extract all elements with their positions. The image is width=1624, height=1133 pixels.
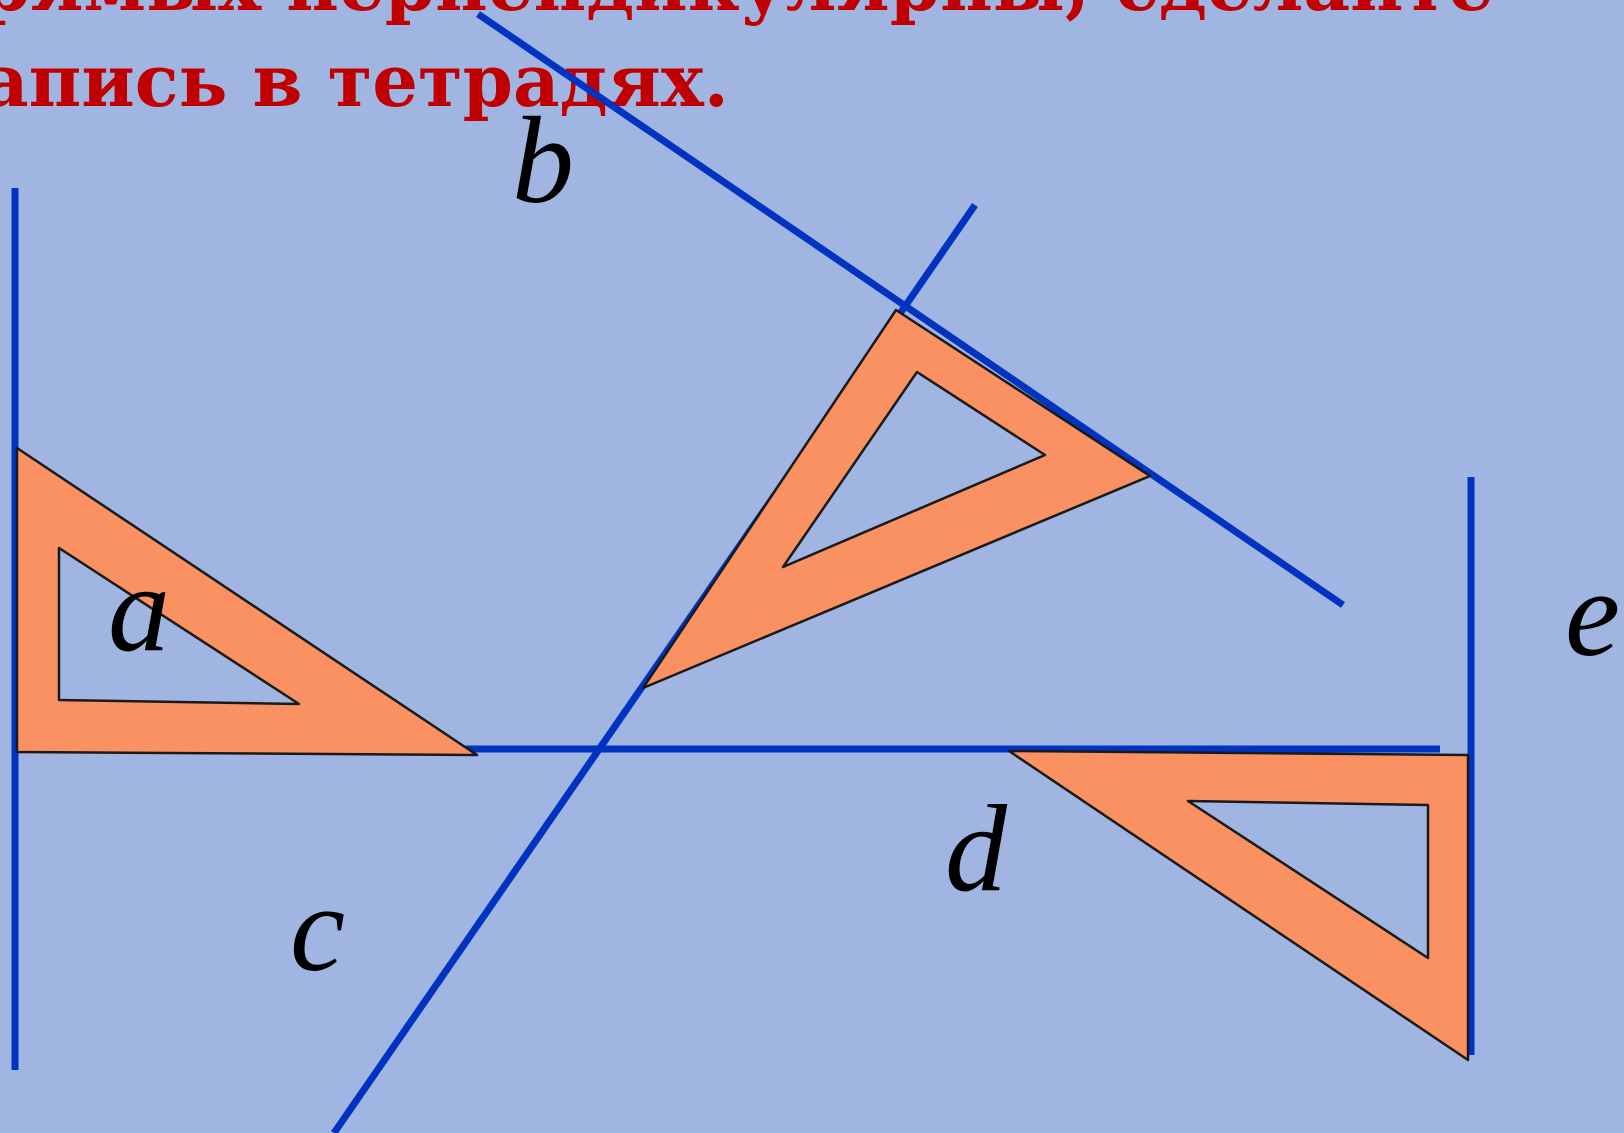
heading-line-2: апись в тетрадях.	[0, 38, 729, 123]
set-square-middle	[641, 308, 1152, 690]
label-c: c	[290, 860, 345, 997]
set-square-right	[1007, 749, 1470, 1062]
heading-line-1: рямых перпендикулярны, сделайте	[0, 0, 1494, 27]
set-square-left	[15, 446, 479, 757]
label-a: a	[108, 540, 170, 677]
label-e: e	[1565, 545, 1620, 682]
label-b: b	[512, 92, 574, 229]
line-b	[476, 11, 1345, 608]
label-d: d	[945, 780, 1008, 917]
